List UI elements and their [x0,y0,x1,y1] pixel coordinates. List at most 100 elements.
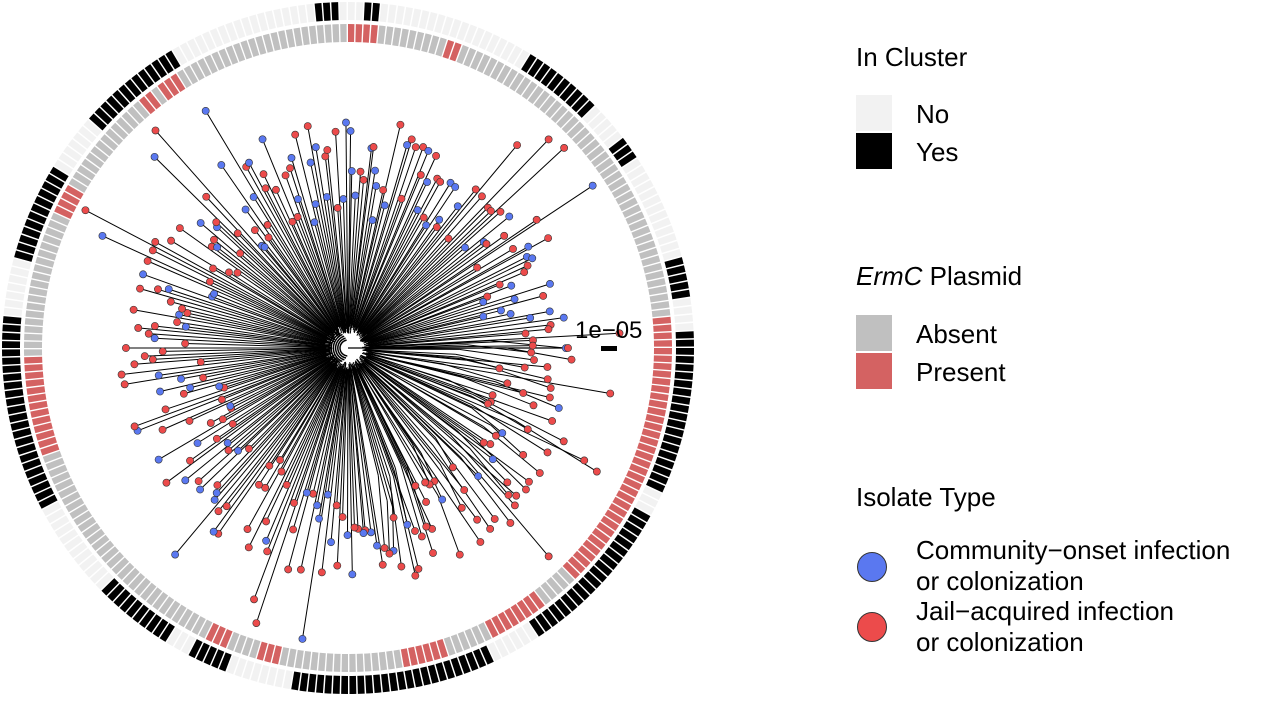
plasmid-segment [278,30,288,50]
branch [335,131,348,327]
cluster-segment [666,418,686,430]
tip-point [196,485,204,494]
plasmid-segment [650,301,670,310]
branch [216,358,339,494]
tip-point [521,329,530,338]
plasmid-segment [534,586,551,605]
plasmid-segment [393,649,403,669]
cluster-segment [609,540,628,557]
branch [220,164,340,336]
branch [134,349,328,365]
plasmid-segment [76,165,96,181]
plasmid-segment [341,653,348,672]
tip-point [523,261,532,270]
tip-point [154,371,163,380]
tip-point [265,461,274,470]
plasmid-segment [561,116,579,134]
cluster-segment [27,211,47,225]
plasmid-segment [171,604,187,624]
tip-point [217,395,226,404]
tip-point [411,571,420,580]
cluster-segment [654,225,674,238]
branch [275,189,339,327]
tip-point [143,257,152,265]
tip-point [497,306,505,315]
branch [297,216,341,328]
branch [213,239,335,338]
tip-point [504,491,513,499]
branch [226,364,336,507]
branch [177,321,325,345]
plasmid-segment [25,378,45,388]
cluster-segment [281,7,292,27]
plasmid-segment [28,287,48,297]
cluster-segment [571,94,589,113]
cluster-segment [274,668,285,688]
cluster-segment [664,426,684,438]
plasmid-segment [653,355,672,363]
cluster-segment [38,494,58,509]
cluster-segment [5,396,25,407]
plasmid-segment [183,65,199,85]
tip-point [567,355,576,364]
branch [321,370,346,573]
tip-point [436,177,445,186]
tip-point [213,243,222,252]
plasmid-segment [301,26,310,46]
cluster-segment [420,666,431,686]
cluster-segment [613,144,632,161]
cluster-segment [675,322,694,331]
cluster-segment [675,339,694,347]
cluster-segment [307,673,317,693]
cluster-segment [675,355,694,364]
cluster-segment [68,541,88,559]
branch [348,365,364,534]
branch [434,437,454,468]
tip-point [276,456,284,464]
tip-point [120,380,129,389]
cluster-segment [49,166,69,182]
branch [437,494,461,555]
tip-point [505,212,514,221]
tip-point [241,205,250,214]
branch [228,271,336,341]
cluster-segment [501,634,517,654]
tip-point [151,126,160,135]
plasmid-segment [510,603,526,623]
branch [350,185,377,328]
tip-point [252,619,261,628]
branch [327,363,347,495]
cluster-segment [132,604,149,623]
cluster-segment [662,249,682,261]
tip-point [186,456,194,465]
plasmid-segment [241,637,254,657]
branch [281,367,338,472]
tip-point [181,339,190,348]
tip-point [245,158,253,167]
branch [353,368,395,471]
tip-point [144,329,153,338]
cluster-segment [631,507,651,523]
cluster-segment [668,273,688,284]
cluster-segment [172,46,188,66]
cluster-segment [648,209,668,223]
tip-point [311,200,320,208]
plasmid-segment [619,483,639,498]
cluster-segment [209,28,223,48]
tip-point [544,135,553,144]
plasmid-segment [649,392,669,402]
legend-community-dot [857,552,887,582]
cluster-segment [118,84,136,103]
branch [342,199,349,333]
branch [293,365,343,504]
plasmid-segment [647,406,666,417]
tip-point [488,455,497,464]
tip-point [259,170,268,179]
tip-point [331,127,340,136]
branch [227,360,332,444]
cluster-segment [34,196,54,210]
tip-point [206,277,214,286]
cluster-segment [54,522,74,538]
plasmid-segment [516,599,533,619]
branch [165,352,333,410]
